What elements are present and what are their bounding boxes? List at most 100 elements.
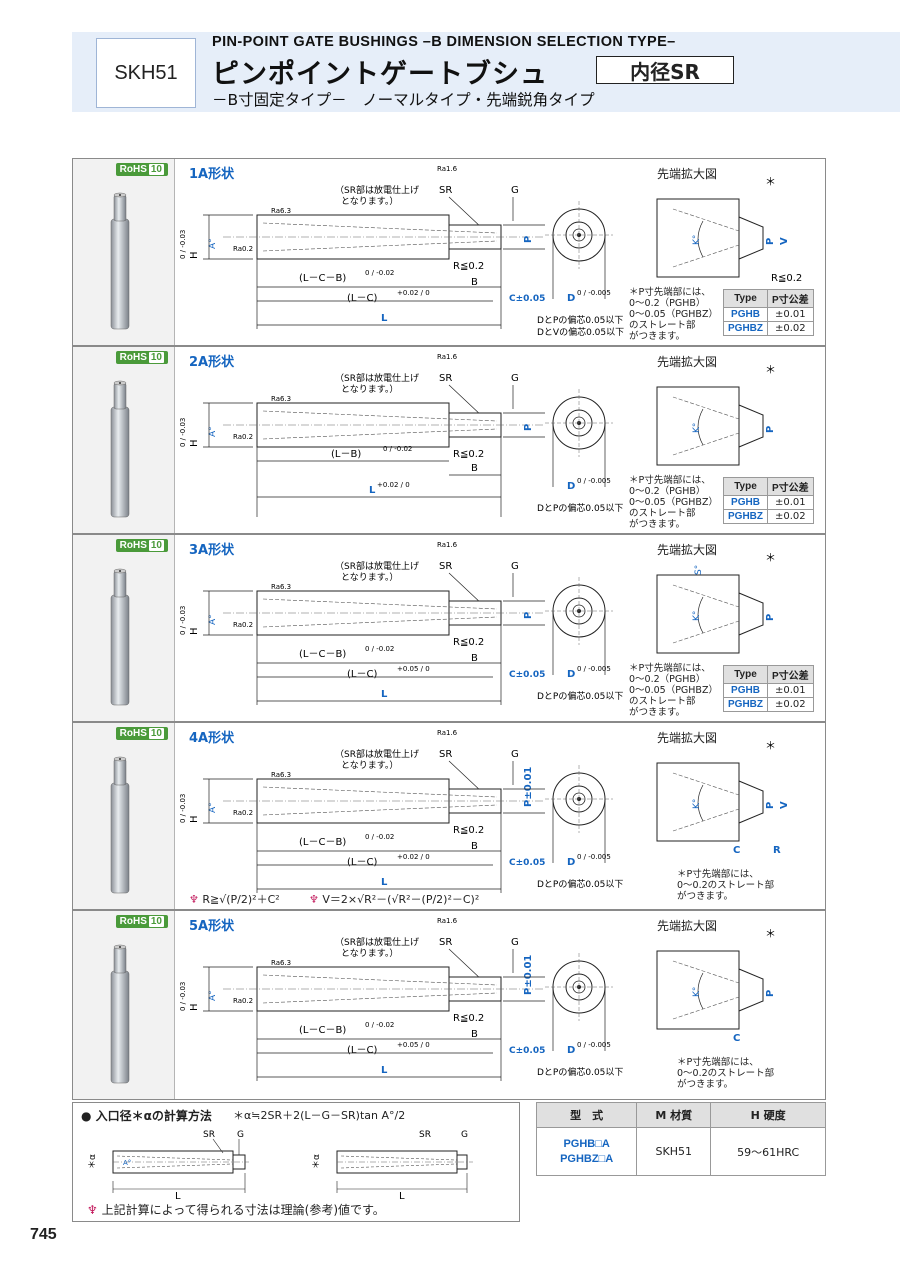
roughness-label: Ra6.3 (271, 207, 291, 215)
svg-text:SR: SR (203, 1130, 215, 1140)
p-straight-note: ＊P寸先端部には、0〜0.2のストレート部がつきます。 (677, 1057, 775, 1090)
shape-title: 2A形状 (189, 355, 235, 370)
svg-text:A°: A° (123, 1159, 131, 1167)
hint-icon: ♆ (189, 893, 199, 906)
h-tolerance: 0 / -0.03 (179, 982, 187, 1011)
b-label: B (471, 1029, 478, 1040)
c-label: C (733, 1033, 740, 1044)
p-label: P±0.01 (523, 767, 534, 807)
v-label: V (779, 237, 790, 245)
g-label: G (511, 373, 519, 384)
sr-finish-note: となります。） (341, 760, 398, 771)
p-label: P (765, 426, 776, 433)
k-label: K° (692, 611, 702, 621)
sr-finish-note: となります。） (341, 948, 398, 959)
d-tolerance: 0 / -0.005 (577, 1041, 611, 1049)
h-label: H (189, 815, 200, 823)
svg-text:＊α: ＊α (88, 1154, 98, 1169)
roughness-label: Ra0.2 (233, 621, 253, 629)
g-label: G (511, 749, 519, 760)
sr-finish-note: となります。） (341, 572, 398, 583)
a-label: A° (208, 426, 218, 437)
hint-icon: ♆ (87, 1203, 98, 1217)
roughness-label: Ra0.2 (233, 245, 253, 253)
sr-label: SR (439, 937, 452, 948)
h-tolerance: 0 / -0.03 (179, 230, 187, 259)
d-label: D (567, 481, 575, 492)
h-tolerance: 0 / -0.03 (179, 606, 187, 635)
d-tolerance: 0 / -0.005 (577, 289, 611, 297)
roughness-label: Ra6.3 (271, 771, 291, 779)
bushing-photo-icon (110, 380, 130, 518)
lcb-tolerance: 0 / -0.02 (365, 1021, 394, 1029)
calc-title: ● 入口径＊αの計算方法 (81, 1109, 212, 1123)
sr-finish-note: となります。） (341, 196, 398, 207)
d-label: D (567, 1045, 575, 1056)
p-label: P (523, 424, 534, 431)
roughness-label: Ra1.6 (437, 729, 458, 737)
mat-header-hardness: H 硬度 (710, 1102, 826, 1128)
h-label: H (189, 1003, 200, 1011)
r-label: R (773, 845, 781, 856)
shape-title: 5A形状 (189, 919, 235, 934)
s-label: S° (694, 565, 704, 575)
sr-label: SR (439, 373, 452, 384)
lb-dim: (L－B) (331, 449, 361, 460)
mat-material: SKH51 (636, 1127, 712, 1176)
calc-note: ♆ 上記計算によって得られる寸法は理論(参考)値です。 (87, 1203, 385, 1217)
header-band (72, 32, 900, 112)
k-label: K° (692, 987, 702, 997)
a-label: A° (208, 990, 218, 1001)
roughness-label: Ra6.3 (271, 395, 291, 403)
g-label: G (511, 185, 519, 196)
roughness-label: Ra0.2 (233, 433, 253, 441)
d-tolerance: 0 / -0.005 (577, 477, 611, 485)
d-label: D (567, 293, 575, 304)
k-label: K° (692, 799, 702, 809)
hint-icon: ♆ (309, 893, 319, 906)
sr-label: SR (439, 749, 452, 760)
l-tolerance: +0.02 / 0 (377, 481, 410, 489)
p-straight-note: ＊P寸先端部には、0〜0.2のストレート部がつきます。 (677, 869, 775, 902)
roughness-label: Ra1.6 (437, 165, 458, 173)
eccentricity-note: DとPの偏芯0.05以下 (537, 690, 623, 702)
p-label: P (523, 612, 534, 619)
bushing-photo-icon (110, 192, 130, 330)
calc-diagram-right: L SR G ＊α (312, 1130, 473, 1201)
roughness-label: Ra1.6 (437, 541, 458, 549)
mat-header-material: M 材質 (636, 1102, 712, 1128)
formula-v: ♆ V＝2×√R²－(√R²－(P/2)²－C)² (309, 893, 480, 906)
lcb-dim: (L－C－B) (299, 1025, 346, 1036)
roughness-label: Ra0.2 (233, 809, 253, 817)
p-straight-note: ＊P寸先端部には、0〜0.2（PGHB）0〜0.05（PGHBZ）のストレート部… (629, 475, 718, 530)
l-label: L (381, 313, 388, 324)
enlarged-view-title: 先端拡大図 (657, 543, 718, 557)
formula-r: ♆ R≧√(P/2)²＋C² (189, 893, 280, 906)
roughness-label: Ra6.3 (271, 959, 291, 967)
eccentricity-note: DとPの偏芯0.05以下 (537, 314, 623, 326)
p-label: P (765, 614, 776, 621)
c-label: C±0.05 (509, 858, 545, 868)
g-label: G (511, 561, 519, 572)
h-label: H (189, 627, 200, 635)
lc-dim: (L－C) (347, 857, 377, 868)
d-tolerance: 0 / -0.005 (577, 665, 611, 673)
sr-finish-note: （SR部は放電仕上げ (335, 184, 419, 196)
lcb-dim: (L－C－B) (299, 273, 346, 284)
a-label: A° (208, 614, 218, 625)
svg-text:SR: SR (419, 1130, 431, 1140)
mat-header-type: 型 式 (535, 1102, 638, 1128)
sr-finish-note: （SR部は放電仕上げ (335, 748, 419, 760)
l-label: L (381, 1065, 388, 1076)
